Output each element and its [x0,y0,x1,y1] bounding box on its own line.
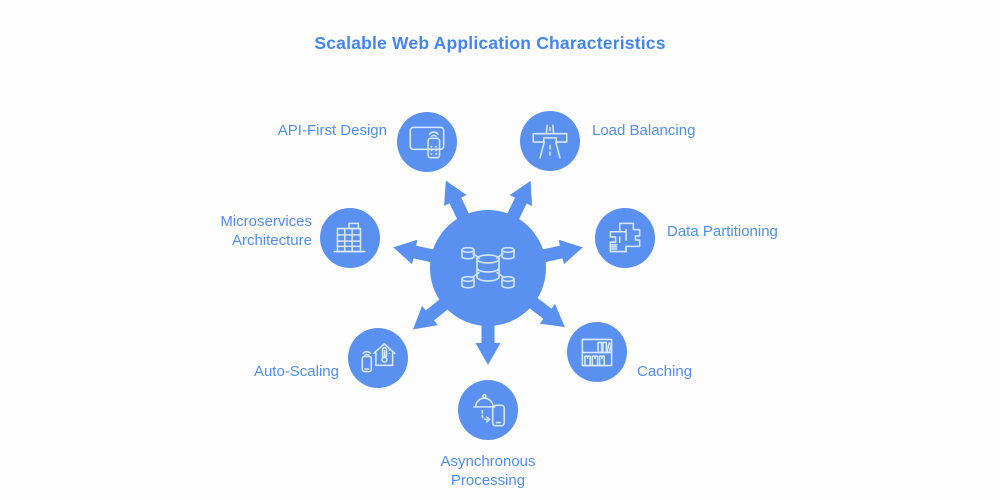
node-label-load-balancing: Load Balancing [592,122,696,139]
node-circle-load-balancing [520,111,580,171]
hub-circle [430,210,546,326]
node-label-api-first-design: API-First Design [277,122,387,139]
bookshelf-icon [581,338,613,367]
floor-plan-icon [609,222,641,253]
cloche-to-phone-icon [473,393,505,427]
highway-overpass-icon [532,124,568,159]
node-label-microservices-architecture: Microservices Architecture [220,213,312,249]
office-building-icon [333,222,366,253]
node-circle-auto-scaling [348,328,408,388]
node-circle-data-partitioning [595,208,655,268]
page-title: Scalable Web Application Characteristics [314,33,666,53]
node-circle-api-first-design [397,112,457,172]
node-label-caching: Caching [637,363,693,380]
node-circle-caching [567,322,627,382]
smart-home-thermostat-icon [361,343,396,373]
database-cluster-icon [461,246,515,289]
smart-tv-remote-icon [409,126,445,159]
node-circle-microservices-architecture [320,208,380,268]
node-label-asynchronous-processing: Asynchronous Processing [440,453,536,489]
node-label-data-partitioning: Data Partitioning [667,223,778,240]
node-circle-asynchronous-processing [458,380,518,440]
node-label-auto-scaling: Auto-Scaling [253,363,339,380]
